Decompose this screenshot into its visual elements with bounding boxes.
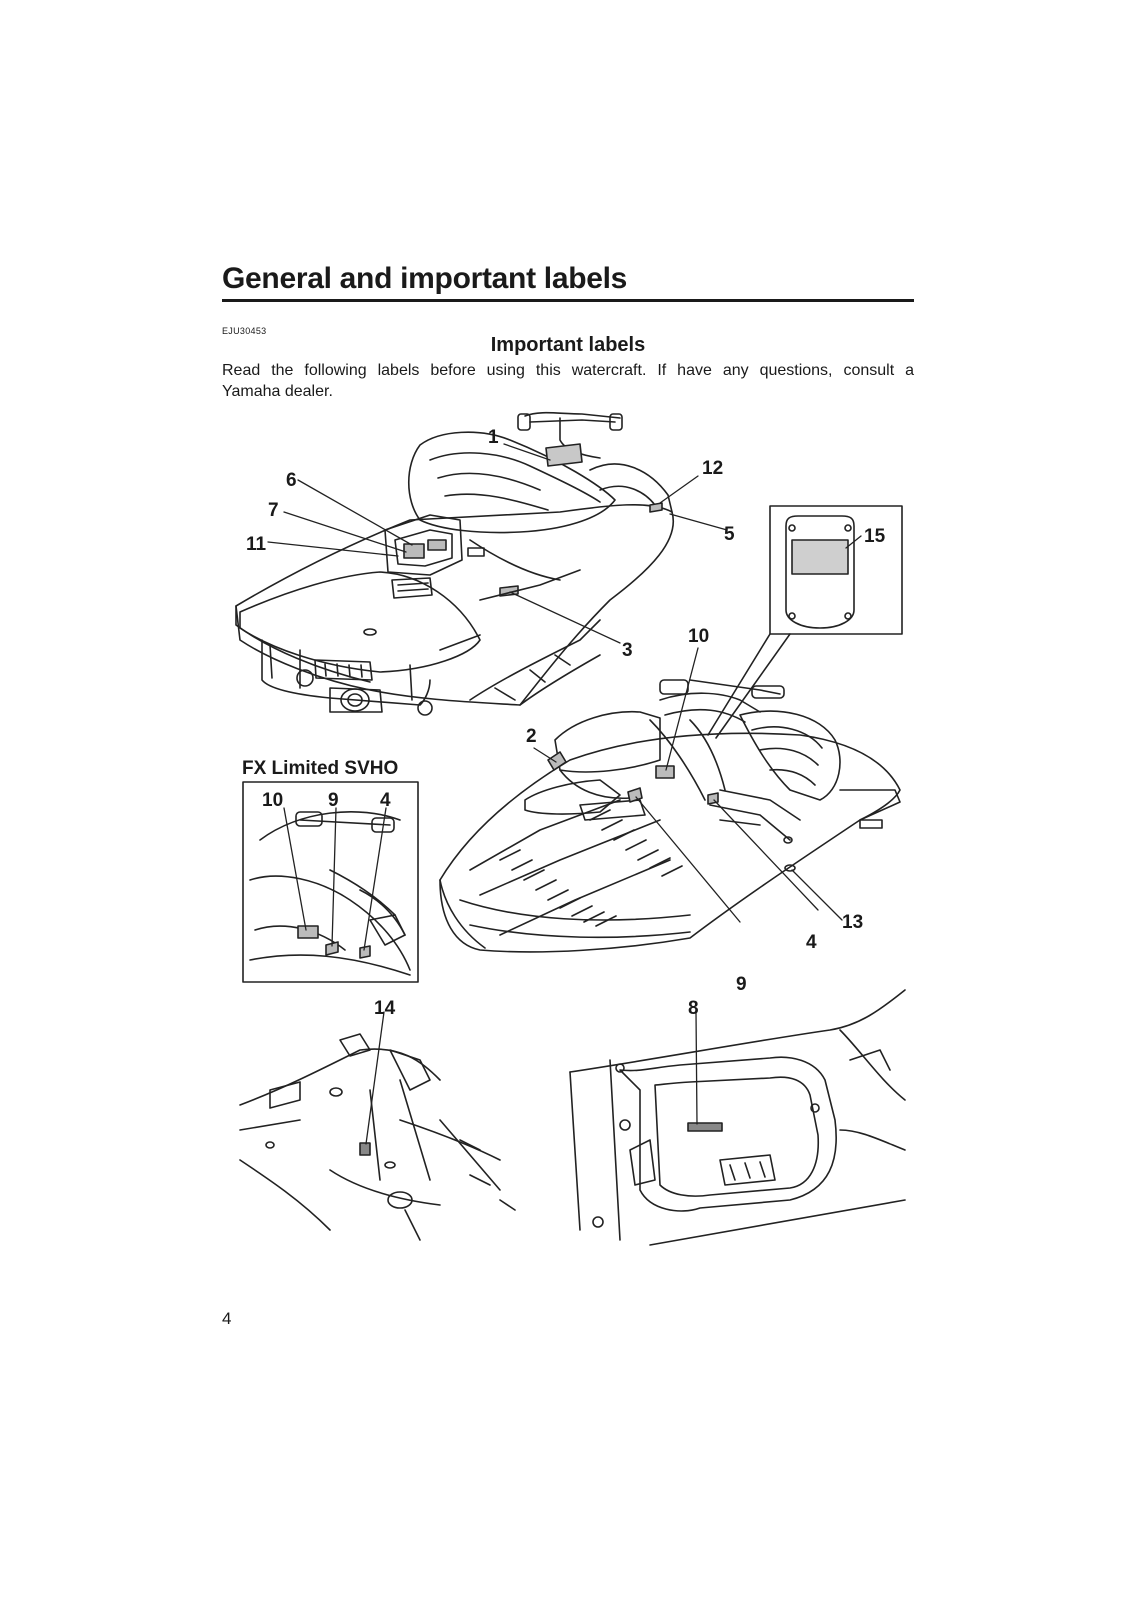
- inset-callout-4: 4: [380, 790, 391, 811]
- document-code: EJU30453: [222, 326, 267, 336]
- fx-limited-svho-inset: [242, 781, 419, 983]
- callout-13: 13: [842, 912, 863, 933]
- callout-5: 5: [724, 524, 735, 545]
- title-rule: [222, 299, 914, 302]
- callout-3: 3: [622, 640, 633, 661]
- callout-10: 10: [688, 626, 709, 647]
- lower-left-detail: [239, 1033, 516, 1241]
- inset-callout-10: 10: [262, 790, 283, 811]
- lower-right-detail: [569, 989, 906, 1246]
- callout-1: 1: [488, 427, 499, 448]
- section-heading: Important labels: [490, 334, 646, 356]
- callout-8: 8: [688, 998, 699, 1019]
- callout-2: 2: [526, 726, 537, 747]
- label-15-detail-box: [707, 505, 903, 739]
- inset-title: FX Limited SVHO: [242, 758, 398, 779]
- callout-4: 4: [806, 932, 817, 953]
- callout-9: 9: [736, 974, 747, 995]
- inset-callout-9: 9: [328, 790, 339, 811]
- callout-7: 7: [268, 500, 279, 521]
- intro-line-1: Read the following labels before using t…: [222, 362, 914, 379]
- callout-11: 11: [246, 534, 267, 555]
- page-number: 4: [222, 1309, 232, 1328]
- callout-12: 12: [702, 458, 723, 479]
- callout-6: 6: [286, 470, 297, 491]
- intro-paragraph: Read the following labels before using t…: [222, 360, 914, 402]
- page-title: General and important labels: [222, 262, 628, 295]
- callout-15: 15: [864, 526, 886, 547]
- watercraft-front-view: [439, 679, 901, 953]
- callout-labels: 1 2 3 4 5 6 7 8 9 10 11 12 13 14 15 FX L…: [242, 427, 886, 1019]
- callout-14: 14: [374, 998, 396, 1019]
- watercraft-rear-view: [235, 411, 675, 716]
- intro-line-2: Yamaha dealer.: [222, 383, 333, 400]
- leader-lines: [267, 443, 862, 1145]
